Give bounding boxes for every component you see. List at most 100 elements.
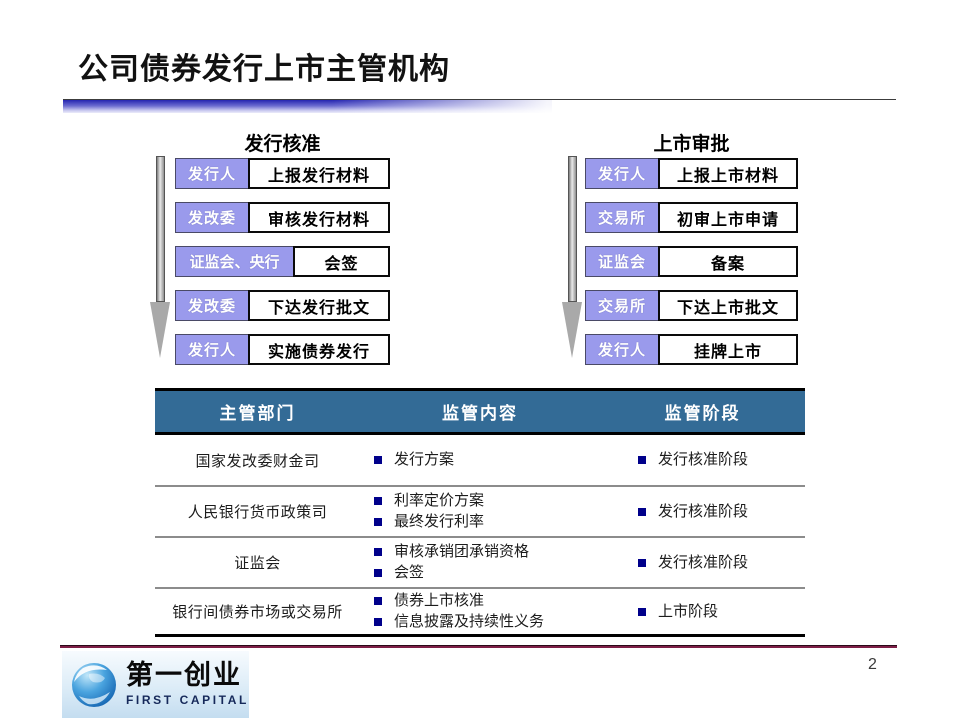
down-arrow-head xyxy=(150,302,170,358)
bullet-text: 债券上市核准 xyxy=(394,592,485,609)
bullet-item: 发行核准阶段 xyxy=(638,554,805,572)
flow-right-title: 上市审批 xyxy=(653,133,730,155)
action-label: 上报发行材料 xyxy=(248,158,390,189)
agency-label: 交易所 xyxy=(585,290,659,321)
flow-left-step-5: 发行人 实施债券发行 xyxy=(175,334,390,365)
bullet-text: 上市阶段 xyxy=(658,602,719,620)
action-label: 实施债券发行 xyxy=(248,334,390,365)
action-label: 上报上市材料 xyxy=(658,158,798,189)
action-label: 会签 xyxy=(293,246,390,277)
flow-left-step-2: 发改委 审核发行材料 xyxy=(175,202,390,233)
bullet-square-icon xyxy=(374,518,382,526)
agency-label: 交易所 xyxy=(585,202,659,233)
content-cell: 利率定价方案 最终发行利率 xyxy=(360,492,600,531)
agency-label: 发改委 xyxy=(175,290,249,321)
bullet-square-icon xyxy=(638,558,646,567)
agency-label: 发行人 xyxy=(175,334,249,365)
agency-label: 发行人 xyxy=(585,158,659,189)
agency-label: 发改委 xyxy=(175,202,249,233)
bullet-item: 利率定价方案 xyxy=(374,492,600,510)
title-underline-line xyxy=(63,99,896,100)
action-label: 备案 xyxy=(658,246,798,277)
stage-cell: 发行核准阶段 xyxy=(600,503,805,521)
bullet-square-icon xyxy=(638,507,646,516)
table-row: 国家发改委财金司 发行方案 发行核准阶段 xyxy=(155,435,805,487)
bullet-text: 信息披露及持续性义务 xyxy=(394,613,545,630)
content-cell: 发行方案 xyxy=(360,451,600,469)
flow-right: 发行人 上报上市材料 交易所 初审上市申请 证监会 备案 交易所 下达上市批文 … xyxy=(585,158,798,365)
bullet-item: 上市阶段 xyxy=(638,603,805,621)
logo-chinese-name: 第一创业 xyxy=(126,660,242,692)
bullet-item: 审核承销团承销资格 xyxy=(374,543,600,561)
bullet-square-icon xyxy=(374,597,382,605)
flow-right-step-2: 交易所 初审上市申请 xyxy=(585,202,798,233)
flow-left-step-3: 证监会、央行 会签 xyxy=(175,246,390,277)
agency-label: 发行人 xyxy=(585,334,659,365)
department-cell: 银行间债券市场或交易所 xyxy=(172,604,343,621)
bullet-text: 发行核准阶段 xyxy=(658,451,749,468)
logo-text: 第一创业 FIRST CAPITAL xyxy=(126,660,249,707)
bullet-square-icon xyxy=(374,497,382,505)
department-cell: 证监会 xyxy=(234,555,281,572)
bullet-text: 发行核准阶段 xyxy=(658,553,749,571)
bullet-item: 债券上市核准 xyxy=(374,592,600,610)
flow-right-step-3: 证监会 备案 xyxy=(585,246,798,277)
action-label: 初审上市申请 xyxy=(658,202,798,233)
bullet-square-icon xyxy=(638,607,646,616)
page-number: 2 xyxy=(868,656,877,673)
table-header-content: 监管内容 xyxy=(442,404,518,423)
action-label: 审核发行材料 xyxy=(248,202,390,233)
bullet-item: 最终发行利率 xyxy=(374,513,600,531)
flow-right-step-1: 发行人 上报上市材料 xyxy=(585,158,798,189)
department-cell: 国家发改委财金司 xyxy=(195,452,320,470)
bullet-text: 发行核准阶段 xyxy=(658,502,749,520)
down-arrow-shaft xyxy=(567,156,577,302)
bullet-square-icon xyxy=(374,618,382,626)
logo-english-name: FIRST CAPITAL xyxy=(126,692,249,707)
agency-label: 发行人 xyxy=(175,158,249,189)
stage-cell: 上市阶段 xyxy=(600,603,805,621)
table-row: 银行间债券市场或交易所 债券上市核准 信息披露及持续性义务 上市阶段 xyxy=(155,589,805,637)
bullet-square-icon xyxy=(374,569,382,577)
bullet-text: 发行方案 xyxy=(394,451,455,468)
table-row: 人民银行货币政策司 利率定价方案 最终发行利率 发行核准阶段 xyxy=(155,487,805,538)
flow-left: 发行人 上报发行材料 发改委 审核发行材料 证监会、央行 会签 发改委 下达发行… xyxy=(175,158,390,365)
bullet-square-icon xyxy=(638,456,646,464)
footer-divider xyxy=(60,645,897,648)
globe-logo-icon xyxy=(69,660,119,710)
flow-left-step-1: 发行人 上报发行材料 xyxy=(175,158,390,189)
department-cell: 人民银行货币政策司 xyxy=(187,504,328,521)
bullet-text: 利率定价方案 xyxy=(394,492,485,509)
bullet-text: 审核承销团承销资格 xyxy=(394,543,530,560)
bullet-item: 发行核准阶段 xyxy=(638,503,805,521)
bullet-square-icon xyxy=(374,548,382,556)
agency-label: 证监会 xyxy=(585,246,659,277)
bullet-item: 信息披露及持续性义务 xyxy=(374,613,600,631)
down-arrow-head xyxy=(562,302,582,358)
flow-left-title: 发行核准 xyxy=(244,133,321,155)
table-header-row: 主管部门 监管内容 监管阶段 xyxy=(155,388,805,435)
bullet-item: 发行核准阶段 xyxy=(638,451,805,469)
bullet-item: 发行方案 xyxy=(374,451,600,469)
page-title: 公司债券发行上市主管机构 xyxy=(78,52,450,87)
table-header-department: 主管部门 xyxy=(219,404,296,423)
down-arrow-icon xyxy=(561,156,583,358)
title-underline-bar xyxy=(63,100,552,113)
flow-right-step-5: 发行人 挂牌上市 xyxy=(585,334,798,365)
regulator-table: 主管部门 监管内容 监管阶段 国家发改委财金司 发行方案 发行核准阶段 人民银行… xyxy=(155,388,805,637)
table-row: 证监会 审核承销团承销资格 会签 发行核准阶段 xyxy=(155,538,805,589)
agency-label: 证监会、央行 xyxy=(175,246,294,277)
content-cell: 审核承销团承销资格 会签 xyxy=(360,543,600,582)
stage-cell: 发行核准阶段 xyxy=(600,554,805,572)
down-arrow-icon xyxy=(149,156,171,358)
table-header-stage: 监管阶段 xyxy=(664,404,741,423)
flow-left-step-4: 发改委 下达发行批文 xyxy=(175,290,390,321)
content-cell: 债券上市核准 信息披露及持续性义务 xyxy=(360,592,600,631)
stage-cell: 发行核准阶段 xyxy=(600,451,805,469)
action-label: 下达上市批文 xyxy=(658,290,798,321)
bullet-text: 最终发行利率 xyxy=(394,513,485,530)
flow-right-step-4: 交易所 下达上市批文 xyxy=(585,290,798,321)
action-label: 下达发行批文 xyxy=(248,290,390,321)
bullet-item: 会签 xyxy=(374,564,600,582)
